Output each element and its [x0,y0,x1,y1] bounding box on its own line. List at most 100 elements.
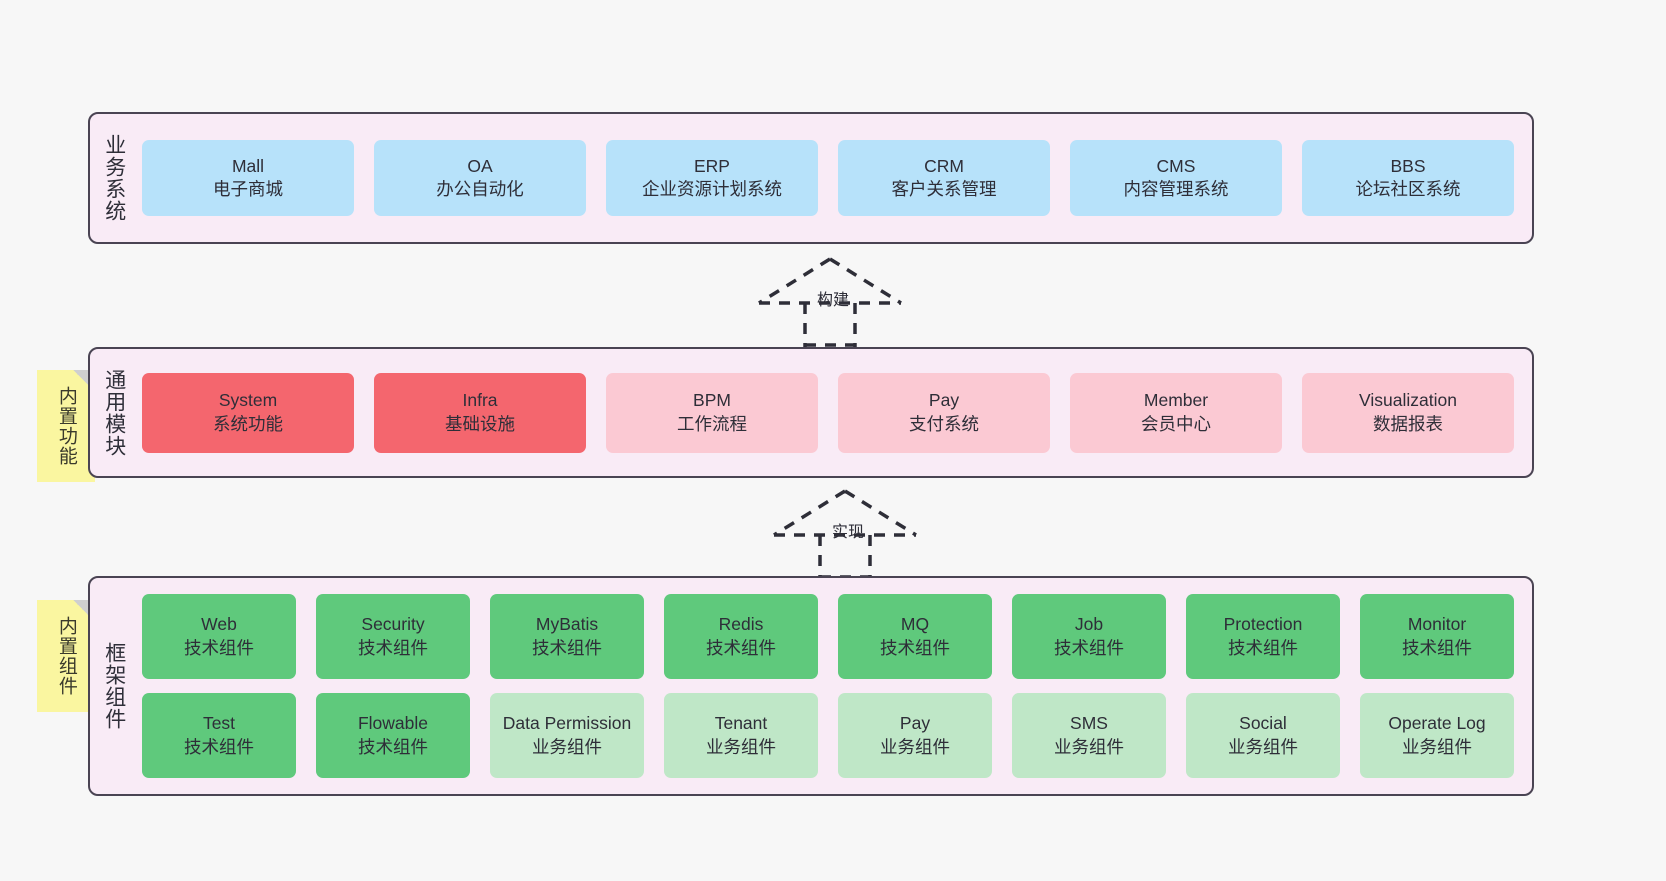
card-security[interactable]: Security 技术组件 [316,594,470,679]
card-title: Mall [231,155,265,176]
card-test[interactable]: Test 技术组件 [142,693,296,778]
card-oa[interactable]: OA 办公自动化 [374,140,586,216]
card-desc: 支付系统 [909,413,979,434]
card-title: ERP [694,155,730,176]
card-title: Monitor [1407,614,1467,635]
card-title: Visualization [1359,390,1457,411]
card-bpm[interactable]: BPM 工作流程 [606,372,818,453]
card-desc: 技术组件 [706,637,776,658]
card-desc: 数据报表 [1373,413,1443,434]
layer-framework-component: 框架组件 Web 技术组件 Security 技术组件 MyBatis 技术组件… [88,576,1534,796]
card-desc: 业务组件 [532,736,602,757]
note-label: 内置组件 [55,616,77,696]
card-social[interactable]: Social 业务组件 [1186,693,1340,778]
card-title: Protection [1223,614,1303,635]
card-title: Test [202,713,236,734]
card-desc: 业务组件 [1402,736,1472,757]
card-mall[interactable]: Mall 电子商城 [142,140,354,216]
card-protection[interactable]: Protection 技术组件 [1186,594,1340,679]
card-title: SMS [1070,713,1108,734]
connector-build-label: 构建 [817,292,850,309]
card-desc: 内容管理系统 [1123,179,1229,199]
note-builtin-components: 内置组件 [37,600,95,712]
card-pay-component[interactable]: Pay 业务组件 [838,693,992,778]
card-desc: 办公自动化 [436,179,524,199]
card-desc: 技术组件 [358,637,428,658]
layer-title-framework: 框架组件 [102,642,126,730]
layer-title-common: 通用模块 [102,368,126,457]
card-web[interactable]: Web 技术组件 [142,594,296,679]
card-title: Pay [899,713,931,734]
card-desc: 技术组件 [184,736,254,757]
card-desc: 电子商城 [213,179,283,199]
card-system[interactable]: System 系统功能 [142,372,354,453]
connector-build: 构建 [755,255,905,347]
card-title: CMS [1156,155,1196,176]
card-desc: 客户关系管理 [891,179,997,199]
connector-implement-label: 实现 [832,524,865,541]
card-redis[interactable]: Redis 技术组件 [664,594,818,679]
card-job[interactable]: Job 技术组件 [1012,594,1166,679]
layer-body-common: System 系统功能 Infra 基础设施 BPM 工作流程 Pay 支付系统… [138,349,1532,476]
card-title: Operate Log [1388,713,1486,734]
card-title: Security [361,614,425,635]
card-flowable[interactable]: Flowable 技术组件 [316,693,470,778]
card-title: Redis [718,614,764,635]
card-mq[interactable]: MQ 技术组件 [838,594,992,679]
card-title: Data Permission [502,713,632,734]
card-desc: 论坛社区系统 [1355,179,1461,199]
card-title: BBS [1390,155,1426,176]
card-desc: 业务组件 [880,736,950,757]
card-desc: 技术组件 [184,637,254,658]
card-title: OA [467,155,493,176]
card-desc: 技术组件 [1402,637,1472,658]
framework-row-business: Test 技术组件 Flowable 技术组件 Data Permission … [142,693,1514,778]
card-desc: 技术组件 [880,637,950,658]
card-desc: 工作流程 [677,413,747,434]
card-title: Pay [928,390,960,411]
layer-body-framework: Web 技术组件 Security 技术组件 MyBatis 技术组件 Redi… [138,578,1532,794]
card-data-permission[interactable]: Data Permission 业务组件 [490,693,644,778]
card-title: System [218,390,278,411]
card-title: Tenant [714,713,768,734]
card-desc: 技术组件 [358,736,428,757]
note-label: 内置功能 [55,386,77,466]
card-title: Infra [462,390,498,411]
card-desc: 会员中心 [1141,413,1211,434]
common-row: System 系统功能 Infra 基础设施 BPM 工作流程 Pay 支付系统… [142,372,1514,453]
card-title: BPM [693,390,731,411]
card-infra[interactable]: Infra 基础设施 [374,372,586,453]
card-title: Web [201,614,237,635]
layer-title-business: 业务系统 [102,134,126,222]
card-title: MQ [900,614,930,635]
card-desc: 系统功能 [213,413,283,434]
card-mybatis[interactable]: MyBatis 技术组件 [490,594,644,679]
card-visualization[interactable]: Visualization 数据报表 [1302,372,1514,453]
card-desc: 技术组件 [1228,637,1298,658]
card-title: Member [1143,390,1209,411]
card-cms[interactable]: CMS 内容管理系统 [1070,140,1282,216]
card-operate-log[interactable]: Operate Log 业务组件 [1360,693,1514,778]
card-member[interactable]: Member 会员中心 [1070,372,1282,453]
card-tenant[interactable]: Tenant 业务组件 [664,693,818,778]
card-pay-module[interactable]: Pay 支付系统 [838,372,1050,453]
card-monitor[interactable]: Monitor 技术组件 [1360,594,1514,679]
card-desc: 业务组件 [1054,736,1124,757]
card-desc: 业务组件 [706,736,776,757]
card-sms[interactable]: SMS 业务组件 [1012,693,1166,778]
framework-row-tech: Web 技术组件 Security 技术组件 MyBatis 技术组件 Redi… [142,594,1514,679]
card-bbs[interactable]: BBS 论坛社区系统 [1302,140,1514,216]
card-desc: 企业资源计划系统 [642,179,782,199]
card-title: Flowable [357,713,429,734]
connector-implement: 实现 [770,487,920,579]
card-desc: 基础设施 [445,413,515,434]
card-title: MyBatis [535,614,599,635]
card-title: Social [1239,713,1287,734]
card-title: Job [1074,614,1104,635]
card-erp[interactable]: ERP 企业资源计划系统 [606,140,818,216]
layer-body-business: Mall 电子商城 OA 办公自动化 ERP 企业资源计划系统 CRM 客户关系… [138,114,1532,242]
business-row: Mall 电子商城 OA 办公自动化 ERP 企业资源计划系统 CRM 客户关系… [142,140,1514,216]
card-desc: 技术组件 [1054,637,1124,658]
card-crm[interactable]: CRM 客户关系管理 [838,140,1050,216]
